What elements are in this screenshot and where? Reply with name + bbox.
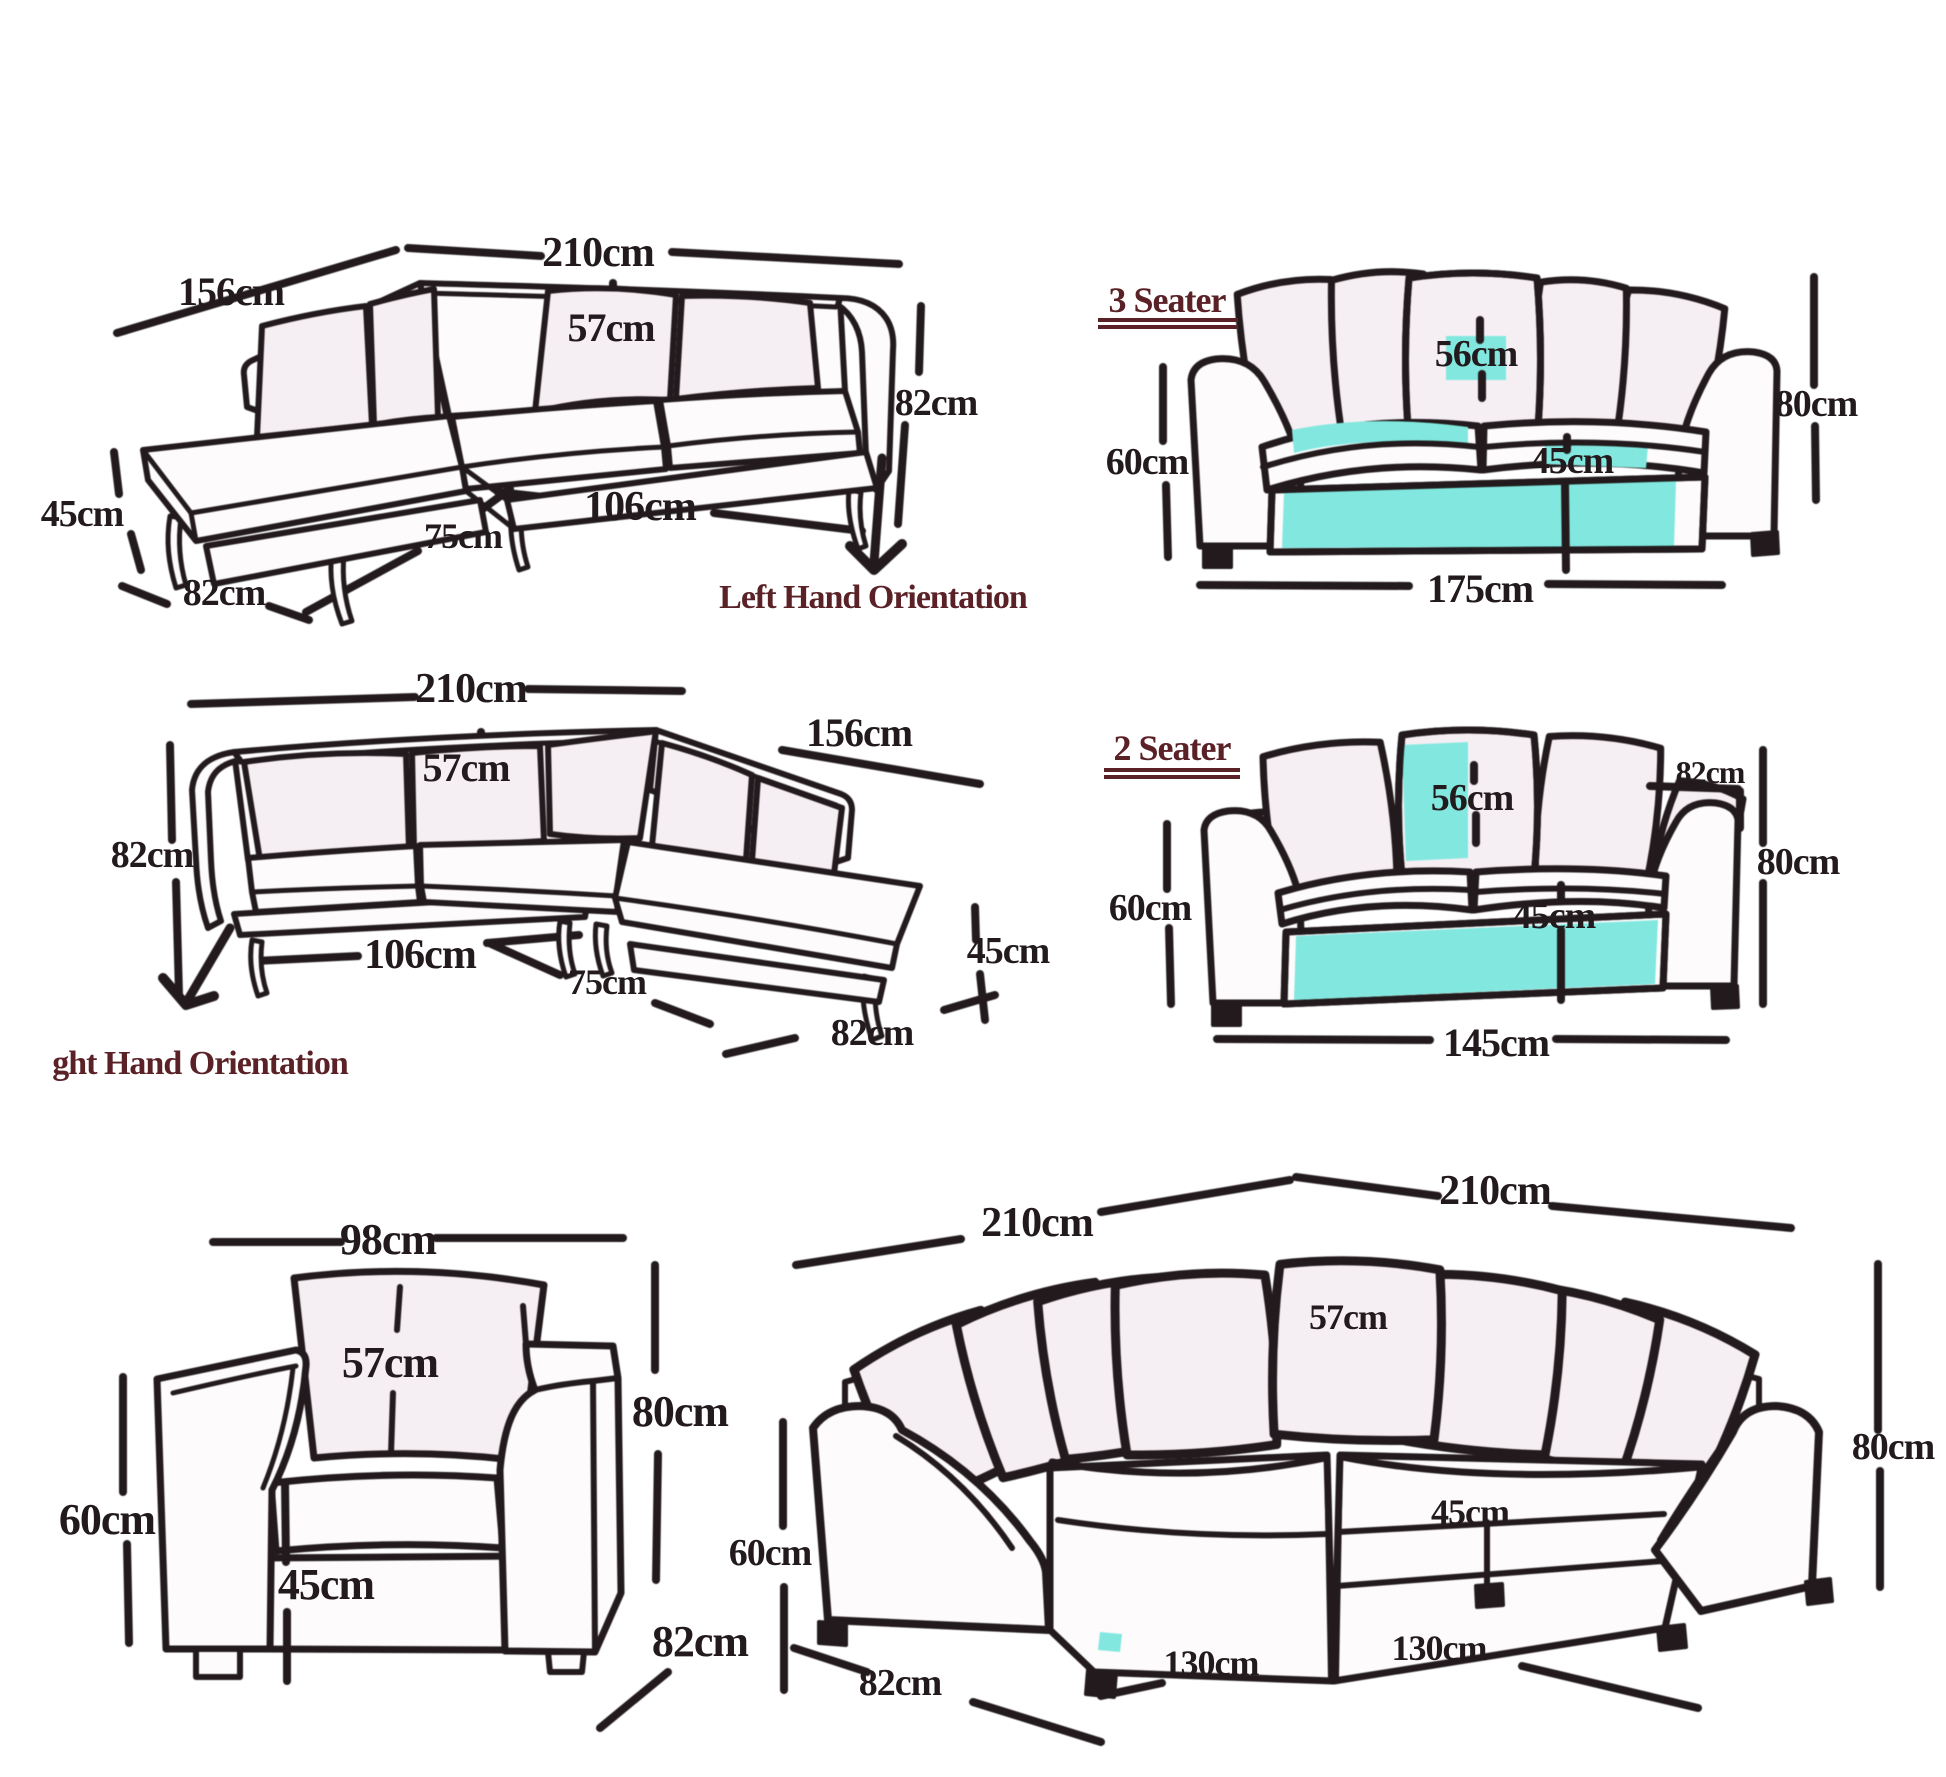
corner-seat-depth-label: 45cm: [1431, 1492, 1510, 1532]
corner-height-label: 80cm: [1851, 1426, 1936, 1468]
lhf-overall-width-label: 210cm: [542, 230, 655, 276]
armchair-seat-depth-label: 45cm: [277, 1560, 375, 1609]
lhf-total-height-label: 82cm: [894, 382, 979, 424]
two-seater-title: 2 Seater: [1113, 728, 1232, 768]
rhf-seat-height-label: 45cm: [966, 930, 1051, 972]
two-seater-height-label: 80cm: [1756, 841, 1841, 883]
corner-sofa-rhf-drawing: [158, 685, 999, 1058]
two-seater-title-underline2: [1104, 775, 1240, 779]
rhf-left-arm: [189, 749, 243, 931]
lhf-arrow: [869, 453, 887, 568]
three-seater-back-cushion-label: 56cm: [1434, 333, 1519, 375]
corner-right-arm: [1651, 1402, 1823, 1615]
two-seater-drawing: [1163, 726, 1767, 1044]
lhf-right-arm: [835, 295, 897, 493]
two-seater-title-underline: [1104, 768, 1240, 772]
rhf-total-height-label: 82cm: [110, 834, 195, 876]
three-seater-height-label: 80cm: [1774, 383, 1859, 425]
rhf-back-cushion-width-label: 57cm: [422, 745, 510, 790]
three-seater-seat-highlight: [1292, 421, 1468, 453]
corner-left-seat-width-label: 130cm: [1163, 1643, 1260, 1683]
two-seater-width-label: 145cm: [1442, 1020, 1550, 1065]
three-seater-seat-depth-label: 45cm: [1530, 440, 1615, 482]
rhf-inner-seat-width-label: 106cm: [364, 932, 477, 978]
three-seater-title-underline2: [1098, 325, 1238, 329]
rhf-chaise-end-width-label: 82cm: [830, 1012, 915, 1054]
armchair-side-depth-label: 82cm: [651, 1617, 749, 1666]
lhf-chaise-end-width-label: 82cm: [182, 572, 267, 614]
armchair-drawing: [119, 1234, 672, 1732]
corner-left-arm: [809, 1402, 1053, 1634]
armchair-arm-height-label: 60cm: [58, 1495, 156, 1544]
two-seater-back-cushion-label: 56cm: [1430, 777, 1515, 819]
rhf-overall-width-label: 210cm: [415, 666, 528, 712]
corner-right-seat-width-label: 130cm: [1391, 1628, 1488, 1668]
two-seater-skirt-highlight: [1294, 920, 1658, 1000]
armchair-height-label: 80cm: [631, 1387, 729, 1436]
three-seater-skirt-highlight: [1282, 481, 1676, 548]
lhf-chaise-seat-depth-label: 75cm: [424, 516, 503, 556]
armchair-width-label: 98cm: [339, 1215, 437, 1264]
rhf-side-depth-label: 156cm: [805, 710, 913, 755]
three-seater-title: 3 Seater: [1108, 280, 1227, 320]
lhf-orientation-label: Left Hand Orientation: [719, 579, 1028, 616]
three-seater-drawing: [1159, 268, 1820, 590]
three-seater-arm-height-label: 60cm: [1105, 441, 1190, 483]
lhf-seat-height-label: 45cm: [40, 493, 125, 535]
two-seater-seat-depth-label: 45cm: [1512, 895, 1597, 937]
corner-arm-depth-label: 82cm: [858, 1662, 943, 1704]
three-seater-title-underline: [1098, 318, 1238, 322]
lhf-inner-seat-width-label: 106cm: [584, 484, 697, 530]
lhf-back-cushion-width-label: 57cm: [567, 305, 655, 350]
lhf-side-depth-label: 156cm: [177, 269, 285, 314]
corner-right-front: [1330, 1451, 1706, 1685]
corner-back-cushion-label: 57cm: [1309, 1297, 1388, 1337]
corner-sofa-front-drawing: [779, 1173, 1884, 1746]
corner-right-width-label: 210cm: [1439, 1168, 1552, 1214]
two-seater-arm-depth-label: 82cm: [1675, 754, 1746, 790]
corner-left-width-label: 210cm: [981, 1200, 1094, 1246]
two-seater-pillow-highlight: [1402, 742, 1468, 861]
three-seater-pillow-highlight: [1446, 336, 1506, 380]
armchair-seat: [267, 1471, 507, 1555]
armchair-back-cushion-label: 57cm: [341, 1338, 439, 1387]
two-seater-arm-height-label: 60cm: [1108, 887, 1193, 929]
armchair-left-arm: [153, 1346, 310, 1653]
rhf-orientation-label: ght Hand Orientation: [52, 1045, 348, 1082]
rhf-arrow: [181, 923, 235, 1008]
corner-arm-height-label: 60cm: [728, 1532, 813, 1574]
corner-sofa-lhf-drawing: [110, 244, 925, 627]
rhf-chaise-seat-depth-label: 75cm: [568, 962, 647, 1002]
three-seater-width-label: 175cm: [1426, 566, 1534, 611]
corner-highlight: [1098, 1632, 1122, 1652]
